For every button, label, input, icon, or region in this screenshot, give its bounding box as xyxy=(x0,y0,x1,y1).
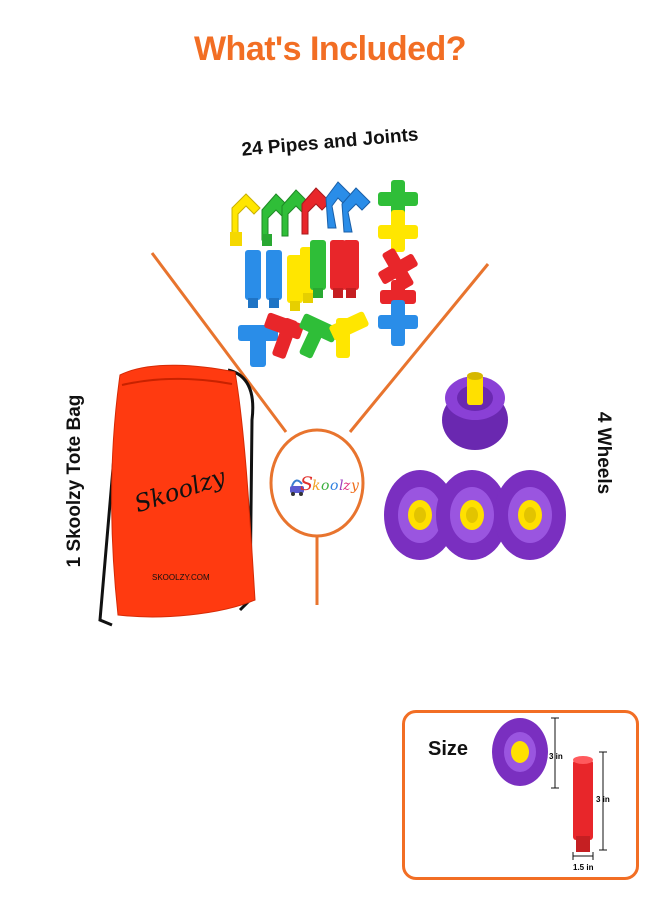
cross-joint-red xyxy=(378,248,418,290)
svg-text:z: z xyxy=(342,478,351,494)
pipes-and-joints-group xyxy=(230,180,418,367)
wheel-top xyxy=(442,372,508,450)
straight-pipe-blue xyxy=(245,250,261,308)
tote-bag-label: 1 Skoolzy Tote Bag xyxy=(64,394,85,568)
elbow-joint-yellow xyxy=(230,193,261,246)
elbow-joint-blue xyxy=(325,181,353,229)
straight-pipe-red xyxy=(330,240,346,298)
page-title: What's Included? xyxy=(193,30,467,68)
tee-joint-green xyxy=(299,313,339,359)
bag-url-text: SKOOLZY.COM xyxy=(152,573,210,582)
svg-text:k: k xyxy=(312,478,320,494)
tee-joint-red xyxy=(264,312,304,359)
elbow-joint-green xyxy=(281,189,311,237)
svg-text:y: y xyxy=(350,478,360,494)
tee-joint-yellow xyxy=(329,311,369,358)
svg-text:o: o xyxy=(330,478,338,494)
size-panel xyxy=(402,710,639,880)
straight-pipe-yellow xyxy=(287,255,303,311)
center-logo: S k o o l z y xyxy=(290,473,360,496)
svg-text:l: l xyxy=(339,478,343,494)
straight-pipe-green xyxy=(310,240,326,298)
tote-bag: Skoolzy SKOOLZY.COM xyxy=(98,364,256,627)
tee-joint-blue xyxy=(238,325,278,367)
wheel xyxy=(494,470,566,560)
straight-pipe-red xyxy=(343,240,359,298)
straight-pipe-blue xyxy=(266,250,282,308)
size-label: Size xyxy=(428,738,469,760)
svg-text:o: o xyxy=(321,478,329,494)
cross-joint-yellow xyxy=(378,210,418,252)
wheel xyxy=(436,470,508,560)
wheels-group xyxy=(384,372,566,560)
divider-right xyxy=(348,263,490,433)
wheel xyxy=(384,470,456,560)
center-circle xyxy=(269,428,365,538)
svg-text:S: S xyxy=(300,473,313,495)
wheels-label: 4 Wheels xyxy=(593,411,614,495)
cross-joint-green xyxy=(378,180,418,218)
elbow-joint-blue xyxy=(341,187,371,233)
divider-lines xyxy=(150,252,490,605)
cross-joint-blue xyxy=(378,300,418,346)
elbow-joint-red xyxy=(301,187,331,235)
divider-left xyxy=(150,252,288,433)
